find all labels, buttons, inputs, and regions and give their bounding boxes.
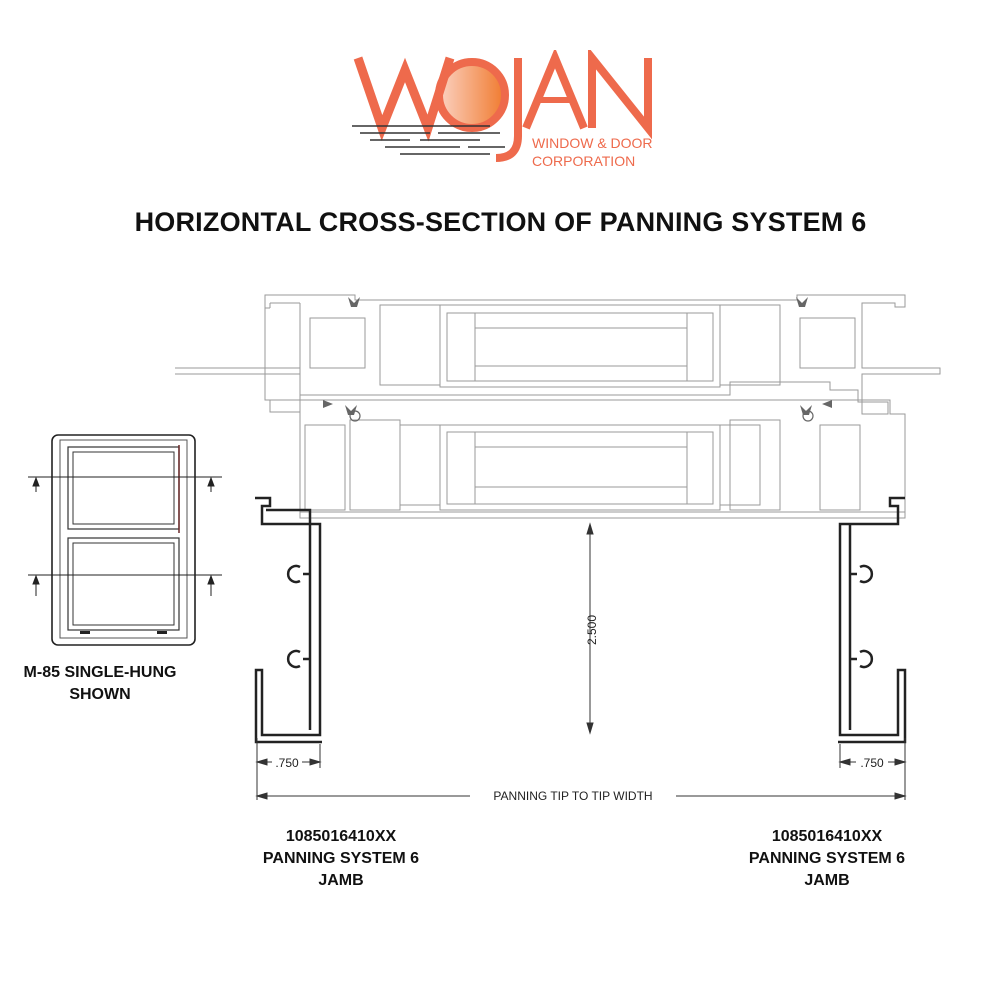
left-jamb-caption: 1085016410XX PANNING SYSTEM 6 JAMB	[236, 826, 446, 892]
right-jamb-part: 1085016410XX	[771, 828, 883, 845]
window-caption-line1: M-85 SINGLE-HUNG	[23, 664, 177, 681]
right-jamb-system: PANNING SYSTEM 6	[748, 850, 906, 867]
left-jamb-piece: JAMB	[318, 872, 364, 889]
height-dimension: 2.500	[585, 615, 599, 645]
left-jamb-system: PANNING SYSTEM 6	[262, 850, 420, 867]
window-caption: M-85 SINGLE-HUNG SHOWN	[20, 662, 180, 706]
right-jamb-caption: 1085016410XX PANNING SYSTEM 6 JAMB	[722, 826, 932, 892]
logo-tagline-2: CORPORATION	[532, 153, 635, 169]
wojan-logo: WINDOW & DOOR CORPORATION	[352, 50, 653, 169]
single-hung-window-elevation	[28, 434, 222, 646]
page-title: HORIZONTAL CROSS-SECTION OF PANNING SYST…	[134, 207, 867, 237]
logo-tagline-1: WINDOW & DOOR	[532, 135, 653, 151]
left-jamb-part: 1085016410XX	[285, 828, 397, 845]
window-caption-line2: SHOWN	[69, 686, 131, 703]
right-leg-dimension: .750	[860, 756, 884, 770]
overall-width-dimension: PANNING TIP TO TIP WIDTH	[493, 789, 652, 803]
left-leg-dimension: .750	[275, 756, 299, 770]
right-jamb-piece: JAMB	[804, 872, 850, 889]
